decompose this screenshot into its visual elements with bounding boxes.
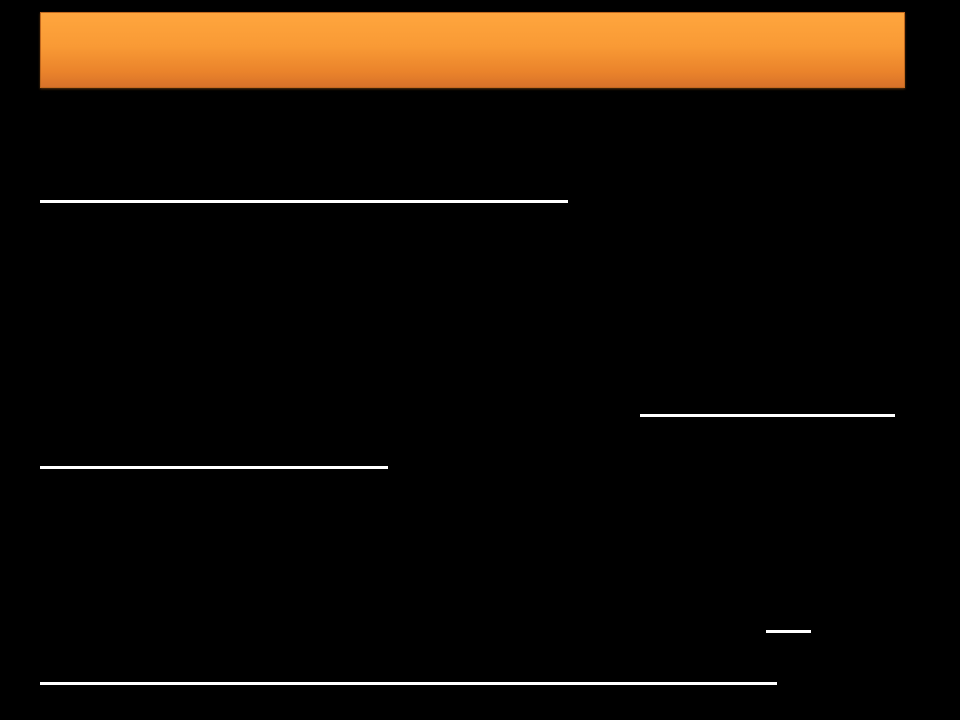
title-banner — [40, 12, 905, 88]
underline-rule — [40, 682, 777, 685]
underline-rule — [40, 200, 568, 203]
underline-rule — [640, 414, 895, 417]
underline-rule — [40, 466, 388, 469]
underline-rule — [766, 630, 811, 633]
